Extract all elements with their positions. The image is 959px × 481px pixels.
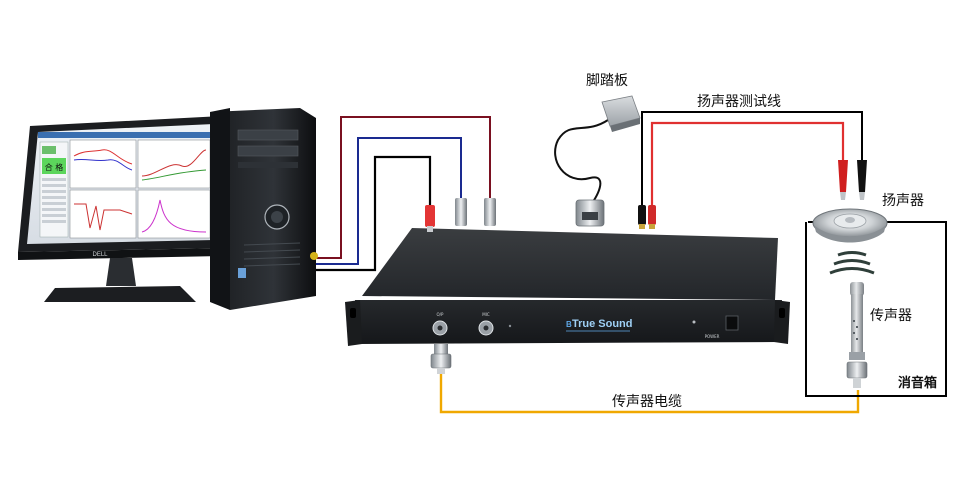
device-brand-prefix: B [566, 320, 572, 329]
speaker-plug-black [638, 205, 646, 225]
monitor-brand: DELL [92, 252, 108, 258]
speaker-plug-red [648, 205, 656, 225]
graph-panes [69, 139, 211, 239]
speaker-label: 扬声器 [882, 193, 924, 209]
microphone-label: 传声器 [870, 308, 912, 324]
wire-black [316, 155, 432, 272]
microphone [846, 282, 868, 388]
pass-indicator [42, 158, 66, 174]
microphone-cable-label: 传声器电缆 [612, 394, 682, 410]
wire-dark-red [316, 116, 491, 259]
anechoic-box-outline [805, 221, 947, 397]
chrome-plug-2 [484, 198, 496, 226]
power-label: POWER [705, 334, 720, 339]
speaker-test-lead-label: 扬声器测试线 [697, 94, 781, 110]
sound-waves [829, 251, 875, 275]
red-rca-plug [425, 205, 435, 227]
speaker [812, 208, 888, 243]
anechoic-box-label: 消音箱 [898, 376, 938, 391]
alligator-clips [838, 160, 867, 200]
device-bnc-connector [430, 344, 452, 374]
chrome-plug-1 [455, 198, 467, 226]
output-port-label: O/P [437, 312, 444, 317]
power-switch[interactable] [725, 315, 739, 331]
audio-analyzer-device: O/P MIC B True Sound POWER [345, 228, 790, 346]
pass-text: 合 格 [45, 162, 64, 172]
device-brand: True Sound [572, 318, 633, 330]
microphone-cable [439, 372, 860, 414]
speaker-test-lead-red [650, 121, 845, 205]
device-top-connectors [425, 198, 656, 232]
pc-port [310, 252, 318, 260]
mic-port-label: MIC [482, 312, 490, 317]
foot-pedal [601, 95, 641, 132]
foot-pedal-cable [554, 119, 609, 206]
speaker-test-lead-black [641, 111, 863, 205]
wire-blue [316, 137, 462, 265]
foot-pedal-label: 脚踏板 [586, 73, 628, 89]
monitor: 合 格 DELL [18, 116, 222, 302]
pc-tower [210, 108, 318, 310]
